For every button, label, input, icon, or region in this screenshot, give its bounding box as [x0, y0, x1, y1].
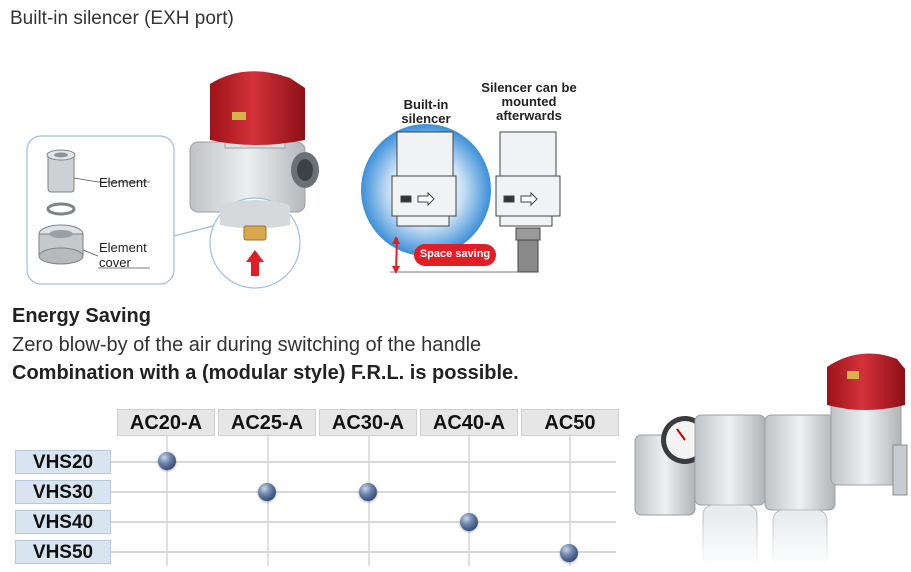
- builtin-label-line2: silencer: [401, 111, 451, 126]
- row-header-vhs40: VHS40: [15, 510, 111, 534]
- grid-vline: [569, 436, 571, 566]
- match-dot-vhs30-ac30a: [359, 483, 377, 501]
- row-header-vhs30: VHS30: [15, 480, 111, 504]
- silencer-illustration: [26, 71, 561, 289]
- space-saving-label: Space saving: [419, 248, 491, 260]
- col-header-ac40a: AC40-A: [420, 409, 518, 436]
- grid-vline: [166, 436, 168, 566]
- match-dot-vhs20-ac20a: [158, 452, 176, 470]
- element-label: Element: [99, 175, 147, 190]
- valve-main: [189, 71, 319, 213]
- row-header-vhs50: VHS50: [15, 540, 111, 564]
- element-cover-part: [38, 224, 84, 265]
- grid-vline: [267, 436, 269, 566]
- element-cover-label-line1: Element: [99, 240, 147, 255]
- grid-hline: [111, 461, 616, 463]
- frl-unit-illustration: [625, 353, 909, 567]
- col-header-ac20a: AC20-A: [117, 409, 215, 436]
- afterwards-label: Silencer can be mounted afterwards: [460, 81, 598, 123]
- grid-vline: [368, 436, 370, 566]
- space-saving-badge: [414, 244, 496, 266]
- builtin-label: Built-in silencer: [385, 98, 467, 126]
- builtin-label-line1: Built-in: [403, 97, 449, 112]
- element-part: [46, 149, 76, 193]
- afterwards-label-line2: mounted: [501, 94, 557, 109]
- grid-hline: [111, 551, 616, 553]
- energy-title: Energy Saving: [12, 305, 151, 327]
- element-cover-label-line2: cover: [99, 255, 131, 270]
- valve-builtin: [391, 131, 457, 227]
- col-header-ac50: AC50: [521, 409, 619, 436]
- match-dot-vhs40-ac40a: [460, 513, 478, 531]
- valve-afterwards: [495, 131, 561, 273]
- section-heading: Built-in silencer (EXH port): [10, 8, 234, 29]
- o-ring: [46, 202, 76, 216]
- grid-hline: [111, 521, 616, 523]
- row-header-vhs20: VHS20: [15, 450, 111, 474]
- match-dot-vhs30-ac25a: [258, 483, 276, 501]
- col-header-ac30a: AC30-A: [319, 409, 417, 436]
- match-dot-vhs50-ac50: [560, 544, 578, 562]
- afterwards-label-line1: Silencer can be: [481, 80, 577, 95]
- col-header-ac25a: AC25-A: [218, 409, 316, 436]
- energy-description: Zero blow-by of the air during switching…: [12, 334, 482, 356]
- combination-note: Combination with a (modular style) F.R.L…: [12, 362, 519, 384]
- afterwards-label-line3: afterwards: [496, 108, 562, 123]
- grid-vline: [468, 436, 470, 566]
